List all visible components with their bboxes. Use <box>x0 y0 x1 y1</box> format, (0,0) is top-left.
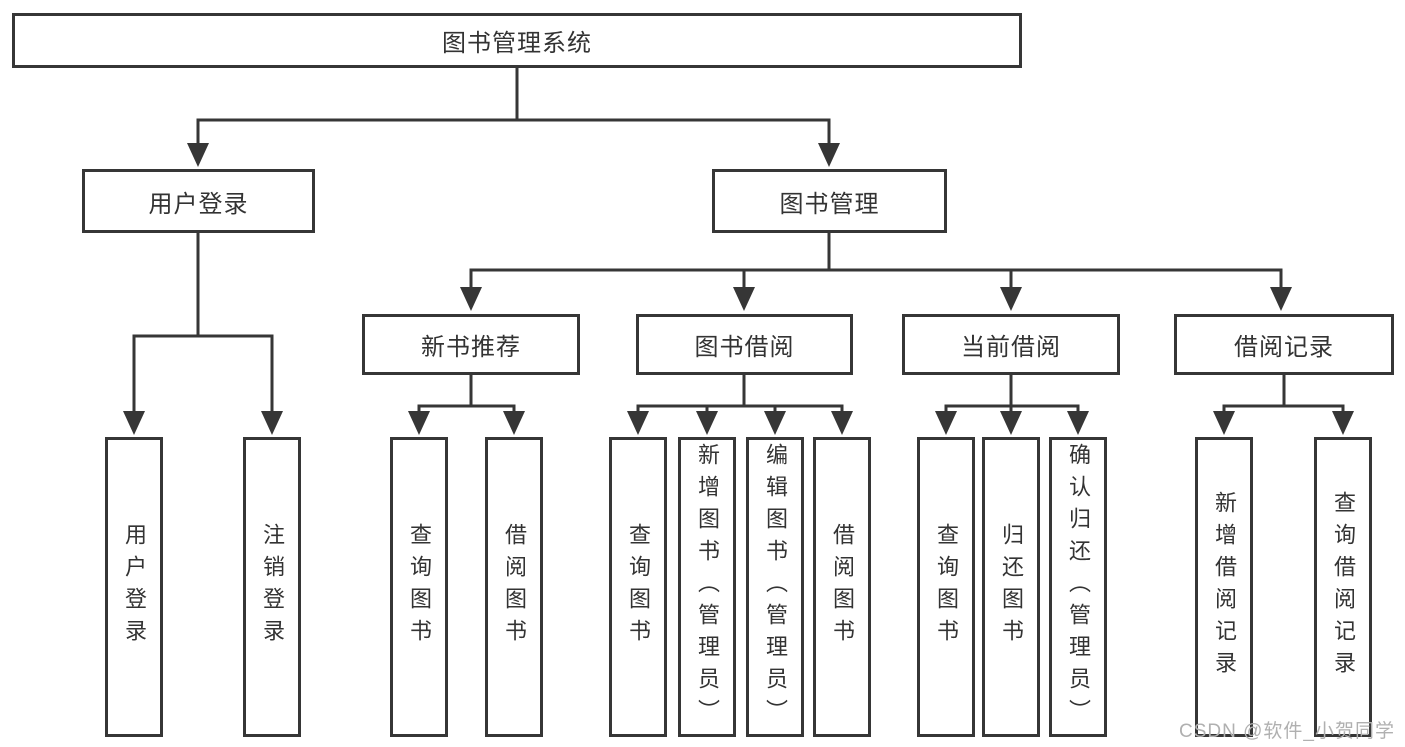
node-book-borrowing: 图书借阅 <box>636 314 853 375</box>
leaf-current-confirm-return-admin: 确认归还（管理员） <box>1049 437 1107 737</box>
leaf-borrowing-edit-books-admin: 编辑图书（管理员） <box>746 437 804 737</box>
csdn-watermark: CSDN @软件_小贺同学 <box>1179 721 1395 742</box>
leaf-user-login: 用户登录 <box>105 437 163 737</box>
leaf-current-query-books: 查询图书 <box>917 437 975 737</box>
leaf-recommend-query-books: 查询图书 <box>390 437 448 737</box>
leaf-records-query-borrow-record: 查询借阅记录 <box>1314 437 1372 737</box>
node-new-book-recommend: 新书推荐 <box>362 314 580 375</box>
leaf-borrowing-add-books-admin: 新增图书（管理员） <box>678 437 736 737</box>
leaf-recommend-borrow-books: 借阅图书 <box>485 437 543 737</box>
leaf-logout: 注销登录 <box>243 437 301 737</box>
node-current-borrowing: 当前借阅 <box>902 314 1120 375</box>
leaf-current-return-books: 归还图书 <box>982 437 1040 737</box>
node-book-management: 图书管理 <box>712 169 947 233</box>
leaf-records-add-borrow-record: 新增借阅记录 <box>1195 437 1253 737</box>
node-root: 图书管理系统 <box>12 13 1022 68</box>
node-user-login: 用户登录 <box>82 169 315 233</box>
node-borrowing-records: 借阅记录 <box>1174 314 1394 375</box>
arrowheads <box>123 143 1354 435</box>
leaf-borrowing-borrow-books: 借阅图书 <box>813 437 871 737</box>
leaf-borrowing-query-books: 查询图书 <box>609 437 667 737</box>
